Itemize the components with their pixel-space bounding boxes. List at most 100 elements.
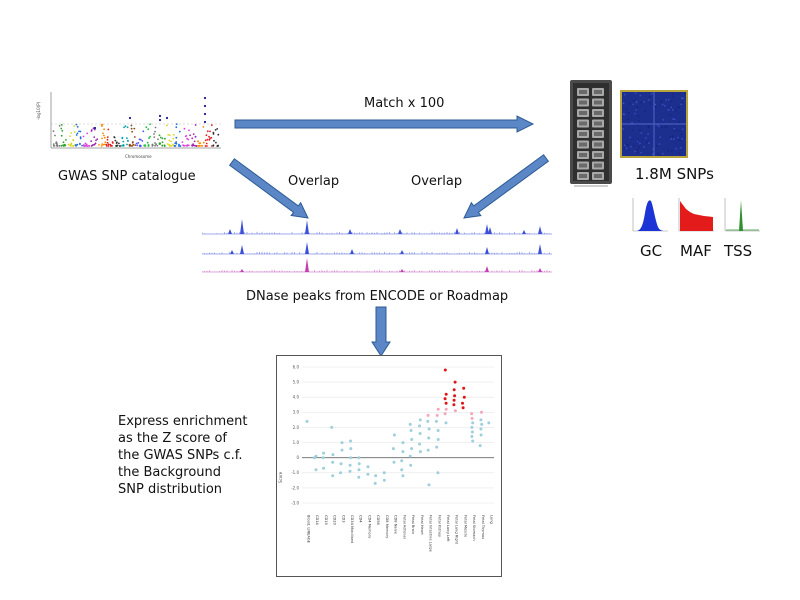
data-point (400, 468, 404, 472)
enrichment-line: the GWAS SNPs c.f. (118, 448, 243, 463)
data-point (436, 471, 440, 475)
y-tick-label: 4.0 (293, 395, 300, 400)
enrichment-line: as the Z score of (118, 431, 227, 446)
x-category-label: CD14 (315, 515, 319, 526)
match-label: Match x 100 (364, 96, 445, 111)
data-point (408, 422, 412, 426)
overlap-right-label: Overlap (411, 174, 463, 189)
enrichment-line: the Background (118, 465, 222, 480)
data-point (461, 406, 465, 410)
data-point (357, 468, 361, 472)
x-category-label: Fetal Intestine Large (429, 515, 433, 553)
data-point (426, 413, 430, 417)
y-tick-label: -3.0 (291, 500, 299, 505)
y-tick-label: 5.0 (293, 380, 300, 385)
data-point (453, 394, 457, 398)
data-point (409, 429, 413, 432)
data-point (340, 448, 344, 452)
data-point (453, 409, 457, 413)
data-point (357, 456, 361, 460)
data-point (314, 468, 318, 472)
data-point (374, 474, 378, 478)
data-point (478, 444, 482, 448)
data-point (471, 421, 475, 425)
x-category-label: Fetal Brain (411, 515, 415, 534)
array-scan-image (620, 90, 688, 158)
data-point (444, 392, 448, 396)
data-point (452, 398, 456, 402)
data-point (479, 433, 483, 437)
data-point (382, 471, 386, 475)
tss-distribution-thumbnail (720, 195, 762, 235)
data-point (348, 463, 352, 467)
gc-label: GC (640, 242, 663, 260)
dnase-label: DNase peaks from ENCODE or Roadmap (246, 289, 509, 304)
data-point (427, 483, 431, 487)
data-point (418, 432, 422, 435)
x-category-label: CD34 Mobilised (350, 515, 354, 543)
down-arrow (371, 306, 391, 357)
maf-distribution-thumbnail (674, 195, 716, 235)
data-point (470, 416, 474, 420)
data-point (373, 481, 377, 485)
data-point (321, 456, 325, 460)
data-point (487, 421, 491, 425)
data-point (401, 474, 405, 478)
x-category-label: CD4 (359, 515, 363, 523)
enrichment-z-score-chart: 6.05.04.03.02.01.00-1.0-2.0-3.0 Blood, L… (276, 355, 502, 577)
x-category-label: Lung (490, 515, 494, 524)
data-point (366, 465, 370, 469)
data-point (391, 447, 395, 451)
data-point (314, 454, 318, 458)
data-point (408, 454, 412, 458)
data-point (418, 418, 422, 422)
data-point (392, 460, 396, 464)
data-point (339, 471, 342, 475)
snps-label: 1.8M SNPs (635, 165, 714, 183)
data-point (479, 427, 483, 431)
data-point (401, 450, 405, 454)
data-point (444, 407, 448, 411)
x-category-label: CD56 (376, 515, 380, 526)
data-point (426, 448, 430, 452)
data-point (339, 462, 343, 466)
data-point (410, 447, 414, 451)
data-point (435, 413, 439, 417)
data-point (409, 463, 413, 467)
data-point (330, 425, 334, 429)
data-point (470, 430, 474, 434)
data-point (322, 451, 326, 455)
y-tick-label: 3.0 (293, 410, 300, 415)
data-point (435, 445, 439, 449)
y-tick-label: 1.0 (293, 440, 300, 445)
data-point (426, 419, 430, 423)
x-category-label: Blood, LINEAGE (306, 515, 310, 544)
data-point (418, 450, 422, 454)
data-point (444, 401, 448, 405)
data-point (322, 466, 326, 470)
x-category-label: CD3 (341, 515, 345, 523)
data-point (471, 439, 475, 443)
gc-distribution-thumbnail (628, 195, 670, 235)
data-point (470, 412, 474, 416)
x-category-label: Fetal Stomach (472, 515, 476, 541)
data-point (348, 469, 352, 473)
data-point (461, 401, 464, 405)
y-tick-label: -1.0 (291, 470, 299, 475)
data-point (452, 403, 456, 407)
svg-text:Chromosome: Chromosome (125, 154, 152, 159)
data-point (410, 438, 414, 441)
x-category-label: CD20 (333, 515, 337, 526)
data-point (480, 410, 483, 414)
dnase-tracks-image (202, 219, 552, 273)
data-point (340, 441, 344, 445)
data-point (470, 425, 474, 429)
data-point (434, 419, 438, 423)
svg-text:-log10(P): -log10(P) (36, 101, 41, 120)
microarray-chip-image (570, 80, 612, 187)
data-point (436, 429, 440, 432)
x-category-label: CD8 Naive (394, 515, 398, 535)
data-point (480, 422, 484, 426)
data-point (443, 412, 447, 416)
